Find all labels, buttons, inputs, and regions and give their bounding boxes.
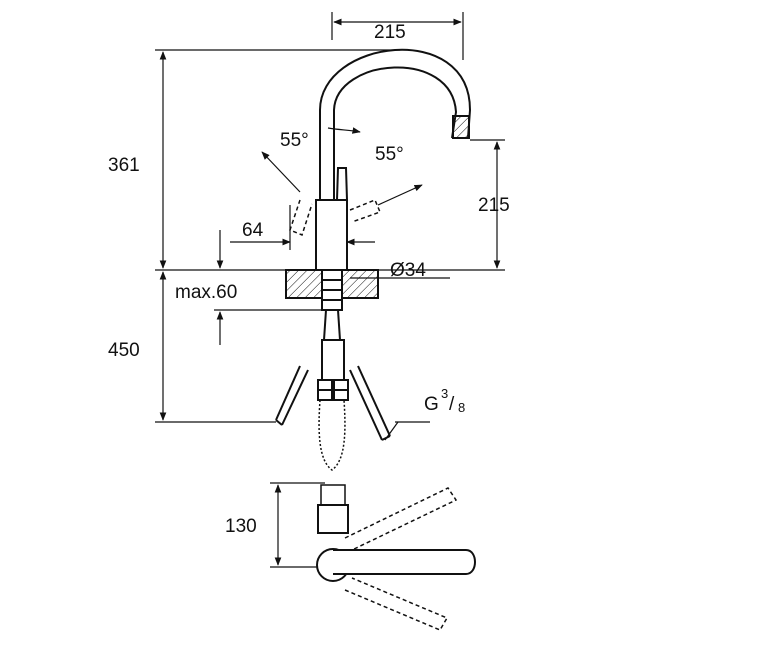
svg-text:3: 3 xyxy=(441,386,448,401)
lever-swing-indicator xyxy=(289,199,381,237)
top-view-dimension xyxy=(270,482,325,568)
flex-hoses xyxy=(318,399,346,471)
lever-handle xyxy=(335,167,349,201)
top-view-swing-upper xyxy=(344,487,458,551)
hose-connector xyxy=(321,339,345,381)
hose-length-label: 450 xyxy=(108,340,140,361)
top-view xyxy=(316,484,476,631)
max-deck-thickness-label: max.60 xyxy=(175,282,237,303)
spout-aerator xyxy=(452,115,470,139)
handle-offset-label: 64 xyxy=(242,220,264,241)
spout-reach-label: 215 xyxy=(374,22,406,43)
top-view-swing-lower xyxy=(344,577,449,631)
spout-inner xyxy=(333,66,458,200)
svg-text:8: 8 xyxy=(458,400,465,415)
faucet-body xyxy=(275,48,472,471)
total-height-label: 361 xyxy=(108,155,140,176)
supply-pipe-left xyxy=(275,365,309,426)
top-view-depth-label: 130 xyxy=(225,516,257,537)
svg-text:G: G xyxy=(424,394,439,415)
thread-size-label: G 3 / 8 xyxy=(424,386,465,415)
spout-height-label: 215 xyxy=(478,195,510,216)
base-diameter-label: Ø34 xyxy=(390,260,426,281)
lever-angle-right-label: 55° xyxy=(375,144,404,165)
faucet-base xyxy=(315,199,348,271)
supply-pipe-right xyxy=(349,365,391,441)
lever-angle-left-label: 55° xyxy=(280,130,309,151)
top-view-lever xyxy=(317,504,349,534)
top-view-spout xyxy=(333,549,476,575)
dimension-lines xyxy=(155,12,505,441)
hose xyxy=(323,309,341,341)
svg-text:/: / xyxy=(449,394,455,415)
